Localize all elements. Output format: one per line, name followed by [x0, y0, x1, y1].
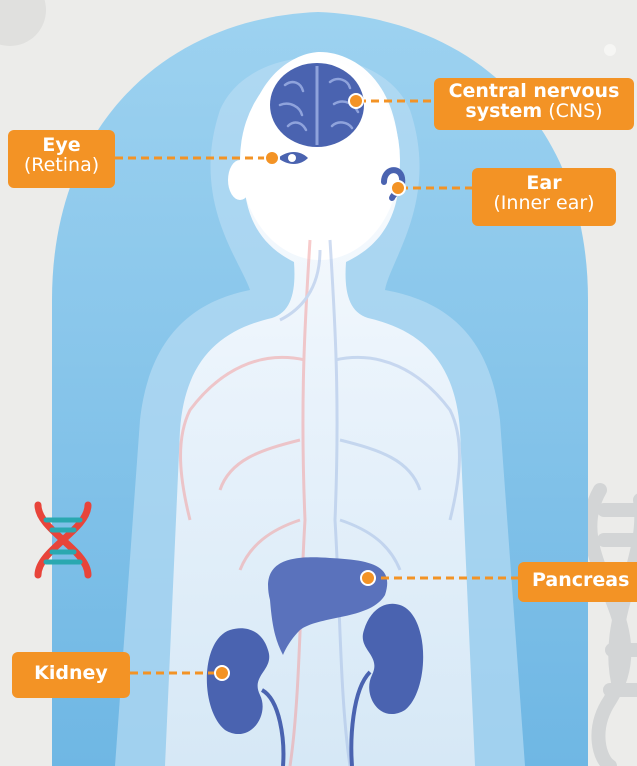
dna-faded-icon — [590, 490, 637, 766]
label-eye: Eye (Retina) — [8, 130, 115, 188]
label-eye-title: Eye — [42, 134, 80, 156]
label-kidney-title: Kidney — [34, 662, 108, 684]
left-ear-shape — [228, 160, 252, 200]
label-cns: Central nervous system (CNS) — [434, 78, 634, 130]
label-ear-subtitle: (Inner ear) — [493, 192, 594, 214]
label-ear-title: Ear — [526, 172, 561, 194]
label-eye-subtitle: (Retina) — [24, 154, 99, 176]
label-cns-line2-normal: (CNS) — [548, 100, 602, 122]
label-pancreas-title: Pancreas — [532, 569, 629, 591]
decor-circle — [604, 44, 616, 56]
label-kidney: Kidney — [12, 652, 130, 698]
decor-circle — [0, 0, 46, 46]
label-pancreas: Pancreas — [518, 562, 637, 602]
label-cns-line2-bold: system — [465, 100, 542, 122]
label-cns-line1: Central nervous — [449, 80, 620, 102]
label-ear: Ear (Inner ear) — [472, 168, 616, 226]
